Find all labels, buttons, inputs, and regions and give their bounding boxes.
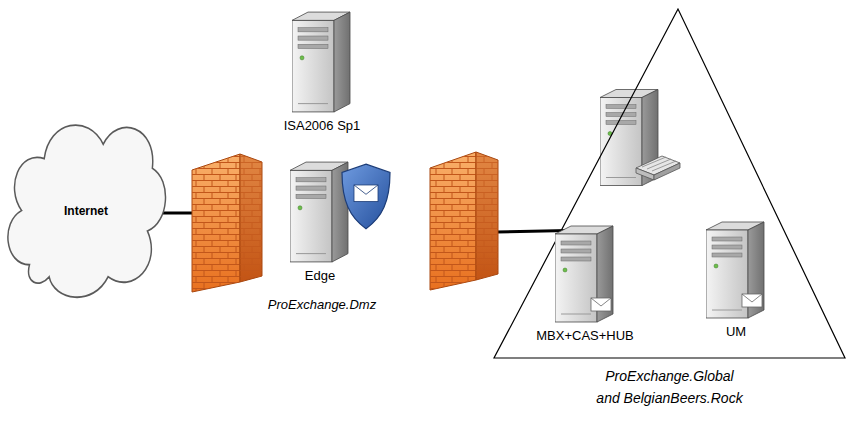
zone-label: ProExchange.Dmz (268, 297, 376, 313)
cloud-label: Internet (64, 203, 108, 219)
cloud-outline (8, 125, 166, 297)
zone-triangle (493, 8, 846, 418)
triangle-outline (494, 9, 845, 358)
server-label: ISA2006 Sp1 (284, 118, 361, 134)
server-icon (290, 160, 350, 264)
envelope-icon (742, 294, 762, 307)
firewall-icon (192, 154, 262, 292)
server-node: UM (706, 220, 766, 340)
server-with-tray (600, 90, 680, 186)
server-label: MBX+CAS+HUB (536, 328, 634, 344)
server-node: MBX+CAS+HUB (555, 224, 615, 344)
zone-label: ProExchange.Global and BelgianBeers.Rock (594, 365, 746, 409)
firewall-icon (430, 152, 498, 290)
cloud-node: Internet (0, 108, 172, 313)
server-icon (706, 220, 766, 320)
server-node: ISA2006 Sp1 (292, 10, 352, 134)
server-icon (292, 10, 352, 114)
envelope-icon (591, 298, 611, 311)
server-node: Edge (290, 160, 350, 284)
network-zone: ProExchange.Global and BelgianBeers.Rock… (493, 8, 846, 418)
server-label: Edge (305, 268, 335, 284)
server-label: UM (726, 324, 746, 340)
shield-icon (342, 164, 390, 228)
server-icon (555, 224, 615, 324)
envelope-icon (354, 185, 378, 202)
